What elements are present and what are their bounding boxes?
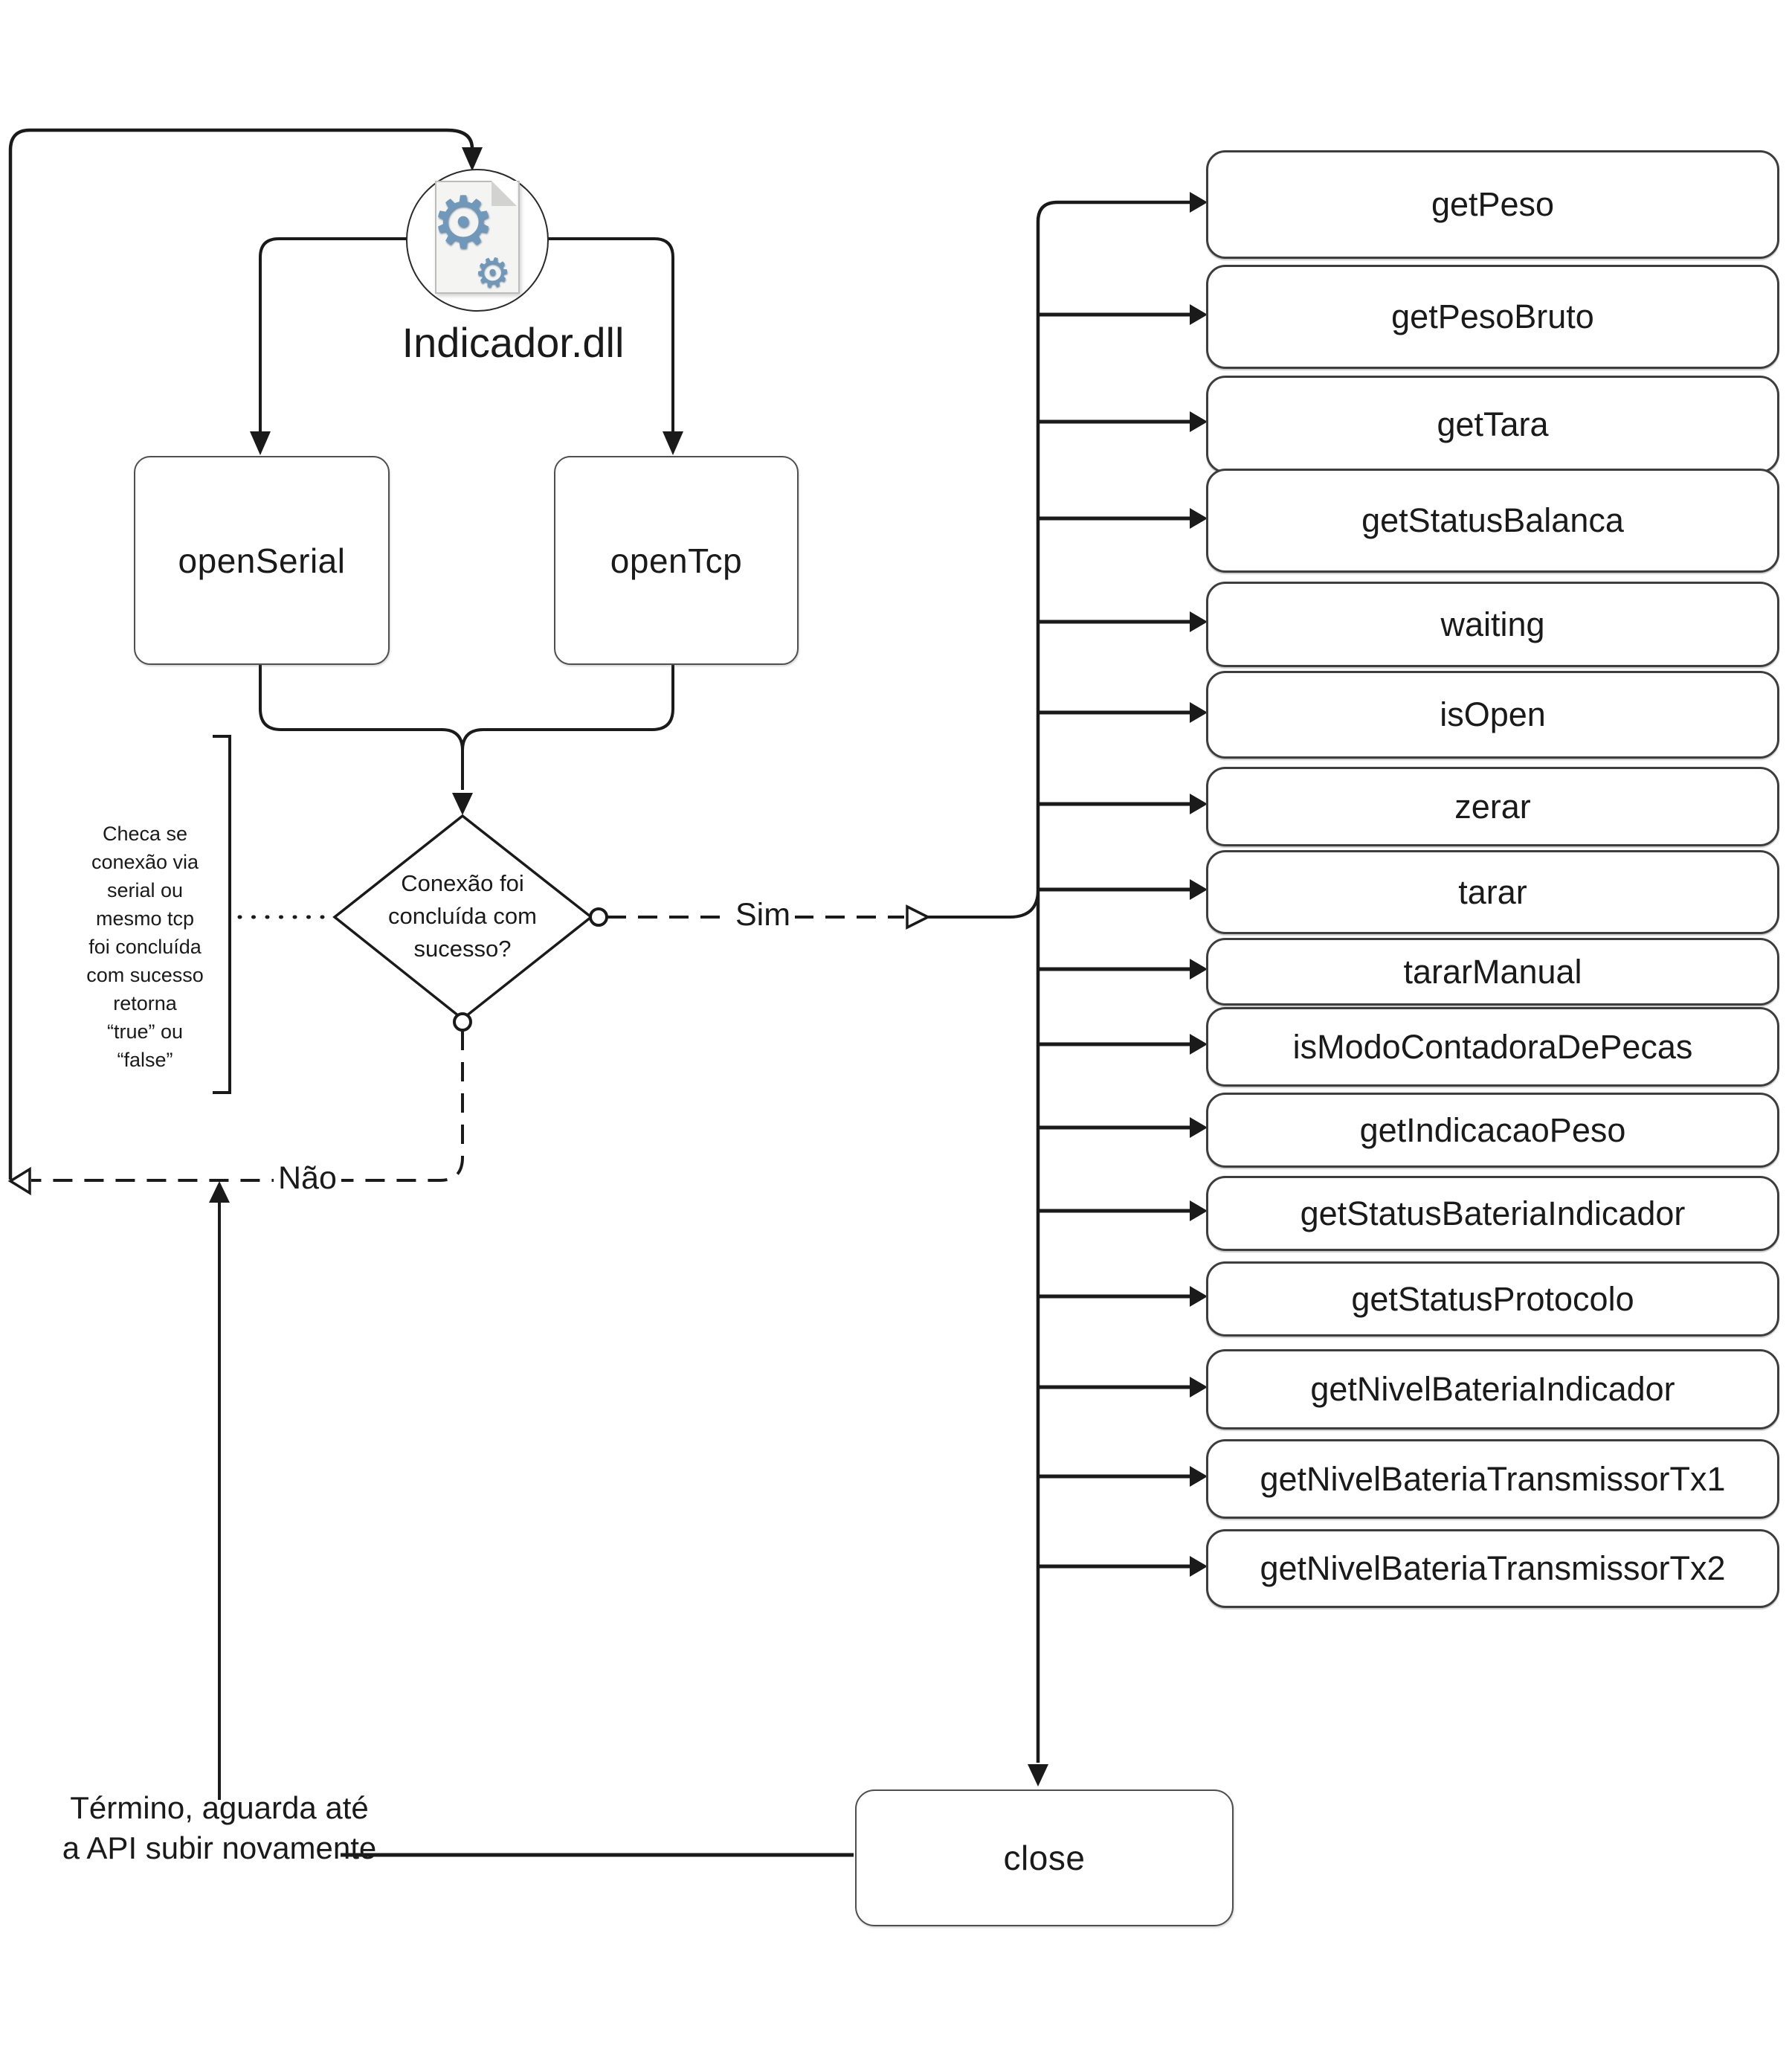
- api-method-label: getPesoBruto: [1391, 298, 1594, 335]
- note-line: mesmo tcp: [95, 907, 195, 930]
- arrowhead-up-nao: [209, 1181, 230, 1203]
- branch-arrowhead-9: [1190, 959, 1208, 980]
- termination-line: Término, aguarda até: [70, 1790, 369, 1825]
- api-method-box: getPesoBruto: [1206, 265, 1779, 369]
- gear-icon: ⚙: [431, 183, 496, 263]
- note-line: com sucesso: [86, 964, 204, 986]
- openserial-box: openSerial: [134, 456, 390, 665]
- decision-note: Checa se conexão via serial ou mesmo tcp…: [37, 820, 253, 1074]
- api-method-box: tararManual: [1206, 938, 1779, 1006]
- arrowhead-into-diamond: [452, 793, 473, 815]
- note-line: conexão via: [91, 851, 199, 873]
- note-line: “true” ou: [106, 1020, 184, 1043]
- termination-line: a API subir novamente: [62, 1830, 377, 1865]
- branch-arrowhead-6: [1190, 702, 1208, 723]
- decision-line: Conexão foi: [401, 870, 524, 896]
- api-method-box: getIndicacaoPeso: [1206, 1093, 1779, 1168]
- loop-back-edge: [8, 128, 474, 1180]
- api-method-box: isModoContadoraDePecas: [1206, 1007, 1779, 1087]
- api-method-box: getPeso: [1206, 150, 1779, 259]
- decision-line: sucesso?: [413, 936, 512, 962]
- api-method-label: getStatusBalanca: [1361, 501, 1624, 539]
- branch-arrowhead-4: [1190, 508, 1208, 529]
- api-method-box: waiting: [1206, 582, 1779, 667]
- branch-arrowhead-14: [1190, 1377, 1208, 1398]
- openserial-label: openSerial: [178, 541, 346, 580]
- branch-arrowhead-13: [1190, 1286, 1208, 1307]
- edge-to-opentcp: [544, 237, 674, 434]
- diamond-port-right: [589, 907, 608, 927]
- api-method-label: getNivelBateriaIndicador: [1310, 1370, 1675, 1408]
- api-method-box: getStatusProtocolo: [1206, 1261, 1779, 1337]
- api-method-label: tarar: [1458, 872, 1527, 911]
- branch-arrowhead-1: [1190, 192, 1208, 213]
- note-bracket: [213, 735, 231, 1094]
- dll-label: Indicador.dll: [402, 319, 625, 366]
- note-line: foi concluída: [88, 936, 202, 958]
- merge-edge-right: [461, 661, 674, 751]
- arrowhead-into-close: [1028, 1764, 1048, 1787]
- arrowhead-into-openserial: [250, 431, 271, 455]
- branch-arrowhead-2: [1190, 304, 1208, 325]
- api-method-box: getNivelBateriaIndicador: [1206, 1349, 1779, 1430]
- close-label: close: [1003, 1839, 1086, 1877]
- branch-arrowhead-11: [1190, 1117, 1208, 1138]
- note-line: “false”: [117, 1049, 173, 1071]
- api-method-label: getNivelBateriaTransmissorTx2: [1260, 1549, 1726, 1587]
- branch-arrowhead-3: [1190, 411, 1208, 432]
- api-method-label: waiting: [1440, 605, 1545, 643]
- api-method-label: isOpen: [1440, 695, 1546, 733]
- branch-arrowhead-12: [1190, 1200, 1208, 1221]
- api-method-label: getStatusBateriaIndicador: [1300, 1194, 1686, 1232]
- api-method-box: getTara: [1206, 376, 1779, 473]
- close-box: close: [855, 1789, 1234, 1926]
- api-method-label: getPeso: [1431, 185, 1555, 223]
- api-method-box: getStatusBalanca: [1206, 469, 1779, 573]
- page-fold-icon: [491, 181, 517, 206]
- branch-arrowhead-10: [1190, 1034, 1208, 1055]
- arrowhead-into-opentcp: [663, 431, 683, 455]
- note-line: retorna: [113, 992, 177, 1014]
- api-method-box: getNivelBateriaTransmissorTx2: [1206, 1529, 1779, 1608]
- note-line: Checa se: [102, 823, 188, 845]
- trunk-line: [1036, 200, 1190, 1763]
- api-method-label: getIndicacaoPeso: [1359, 1110, 1626, 1149]
- decision-line: concluída com: [388, 903, 537, 929]
- note-line: serial ou: [106, 879, 184, 901]
- branch-arrowhead-8: [1190, 879, 1208, 900]
- api-method-box: zerar: [1206, 767, 1779, 846]
- open-arrowhead-sim: [906, 904, 931, 930]
- arrowhead-into-dll: [462, 147, 483, 171]
- api-method-label: tararManual: [1403, 952, 1582, 991]
- api-method-label: getStatusProtocolo: [1351, 1279, 1634, 1318]
- api-method-label: isModoContadoraDePecas: [1292, 1027, 1693, 1066]
- api-method-label: getTara: [1437, 405, 1549, 443]
- branch-arrowhead-5: [1190, 611, 1208, 632]
- api-method-box: isOpen: [1206, 671, 1779, 759]
- edge-label-sim: Sim: [731, 897, 796, 933]
- edge-sim-join: [928, 889, 1040, 919]
- opentcp-label: openTcp: [610, 541, 743, 580]
- edge-to-openserial: [259, 237, 407, 434]
- api-method-box: tarar: [1206, 850, 1779, 934]
- decision-label: Conexão foi concluída com sucesso?: [351, 867, 574, 965]
- api-method-label: getNivelBateriaTransmissorTx1: [1260, 1459, 1726, 1498]
- opentcp-box: openTcp: [554, 456, 799, 665]
- branch-arrowhead-15: [1190, 1466, 1208, 1487]
- api-method-label: zerar: [1454, 787, 1531, 826]
- open-arrowhead-nao: [7, 1166, 31, 1196]
- branch-arrowhead-16: [1190, 1556, 1208, 1577]
- merge-edge-left: [259, 661, 464, 790]
- branch-arrowhead-7: [1190, 794, 1208, 814]
- api-method-box: getStatusBateriaIndicador: [1206, 1176, 1779, 1251]
- api-method-box: getNivelBateriaTransmissorTx1: [1206, 1439, 1779, 1519]
- termination-note: Término, aguarda até a API subir novamen…: [33, 1788, 405, 1868]
- diamond-port-bottom: [453, 1012, 472, 1032]
- edge-label-nao: Não: [274, 1160, 341, 1197]
- edge-nao-dashed: [31, 1031, 464, 1182]
